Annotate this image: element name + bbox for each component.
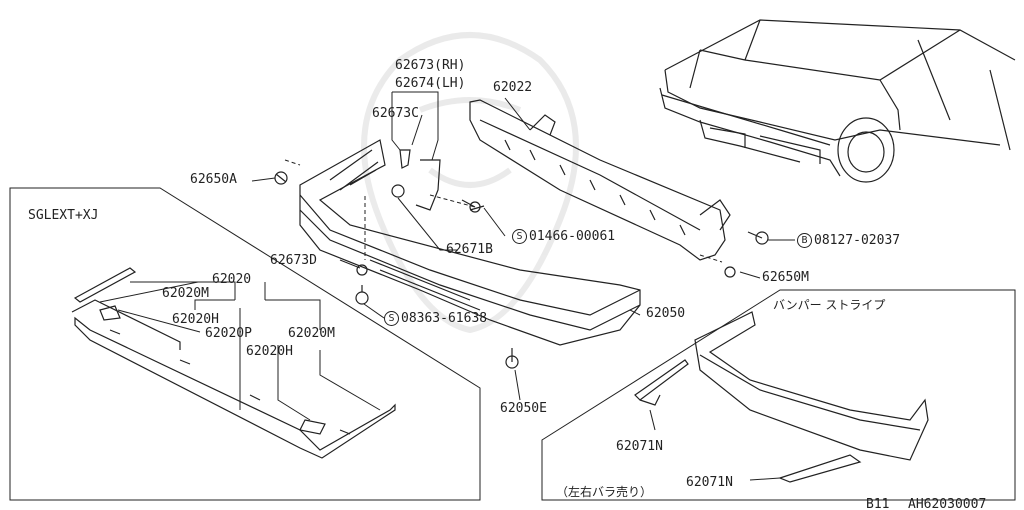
label-62673c: 62673C bbox=[372, 106, 419, 121]
footer-model: B11 bbox=[866, 497, 890, 510]
stripe-box-frame bbox=[541, 289, 1016, 501]
sglext-title: SGLEXT+XJ bbox=[28, 208, 99, 223]
label-62674lh: 62674(LH) bbox=[395, 76, 466, 91]
label-62671b: 62671B bbox=[446, 242, 493, 257]
car-illustration bbox=[659, 19, 1016, 183]
label-62020m-a: 62020M bbox=[162, 286, 209, 301]
footer-diagram-id: AH62030007 bbox=[908, 497, 987, 510]
leader-lines bbox=[251, 91, 795, 401]
label-62020h-a: 62020H bbox=[172, 312, 219, 327]
sglext-lip-parts bbox=[71, 267, 396, 459]
stripe-note: （左右バラ売り） bbox=[556, 485, 653, 499]
stripe-parts bbox=[634, 311, 929, 483]
label-62071n-a: 62071N bbox=[616, 439, 663, 454]
label-62022: 62022 bbox=[493, 80, 533, 95]
label-62020p: 62020P bbox=[205, 326, 252, 341]
label-62650a: 62650A bbox=[190, 172, 237, 187]
stripe-leaders bbox=[649, 409, 781, 481]
b-mark-icon: B bbox=[797, 233, 812, 248]
label-62050: 62050 bbox=[646, 306, 686, 321]
s-mark-icon: S bbox=[512, 229, 527, 244]
label-62650m: 62650M bbox=[762, 270, 809, 285]
sglext-box-frame bbox=[9, 187, 481, 501]
label-62673d: 62673D bbox=[270, 253, 317, 268]
label-62050e: 62050E bbox=[500, 401, 547, 416]
label-62020m-b: 62020M bbox=[288, 326, 335, 341]
label-62020h-b: 62020H bbox=[246, 344, 293, 359]
s-mark-icon: S bbox=[384, 311, 399, 326]
stripe-title: バンパー ストライプ bbox=[773, 298, 886, 312]
highlighted-part-08127[interactable]: 08127-02037 bbox=[814, 233, 901, 248]
watermark-emblem bbox=[361, 32, 579, 334]
sglext-leaders bbox=[99, 281, 381, 421]
label-62673rh: 62673(RH) bbox=[395, 58, 466, 73]
label-62071n-b: 62071N bbox=[686, 475, 733, 490]
label-62020: 62020 bbox=[212, 272, 252, 287]
bumper-face-62050 bbox=[299, 139, 641, 346]
fasteners bbox=[274, 149, 769, 369]
